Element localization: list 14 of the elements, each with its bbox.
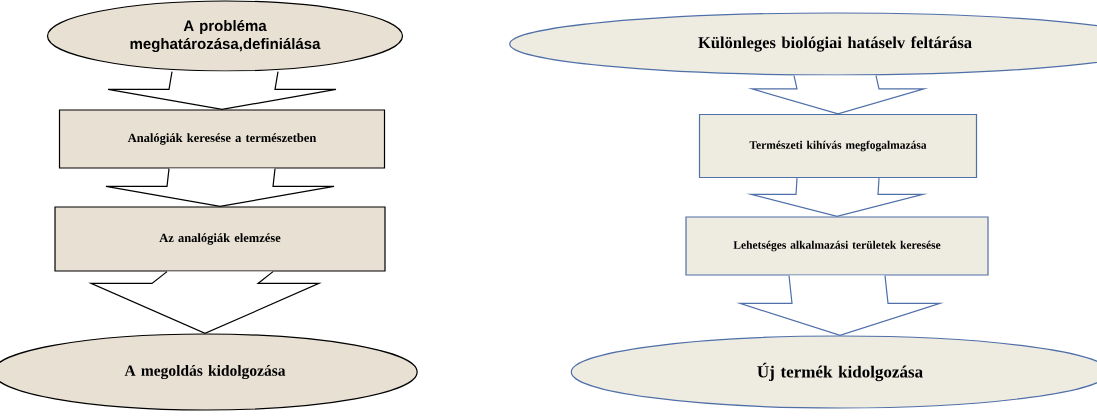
block-arrow — [747, 75, 929, 115]
ellipse-node: A megoldás kidolgozása — [0, 333, 418, 411]
ellipse-node: Különleges biológiai hatáselv feltárása — [509, 12, 1097, 76]
process-box: Természeti kihívás megfogalmazása — [698, 113, 978, 179]
block-arrow — [746, 177, 928, 217]
block-arrow — [107, 71, 337, 110]
block-arrow — [736, 275, 944, 337]
process-box: Az analógiák elemzése — [54, 206, 386, 272]
block-arrow — [105, 168, 335, 207]
process-box: Analógiák keresése a természetben — [58, 109, 386, 169]
process-box: Lehetséges alkalmazási területek keresése — [685, 216, 989, 276]
ellipse-node: A probléma meghatározása,definiálása — [46, 0, 404, 72]
block-arrow — [88, 271, 322, 335]
ellipse-node: Új termék kidolgozása — [570, 335, 1097, 409]
